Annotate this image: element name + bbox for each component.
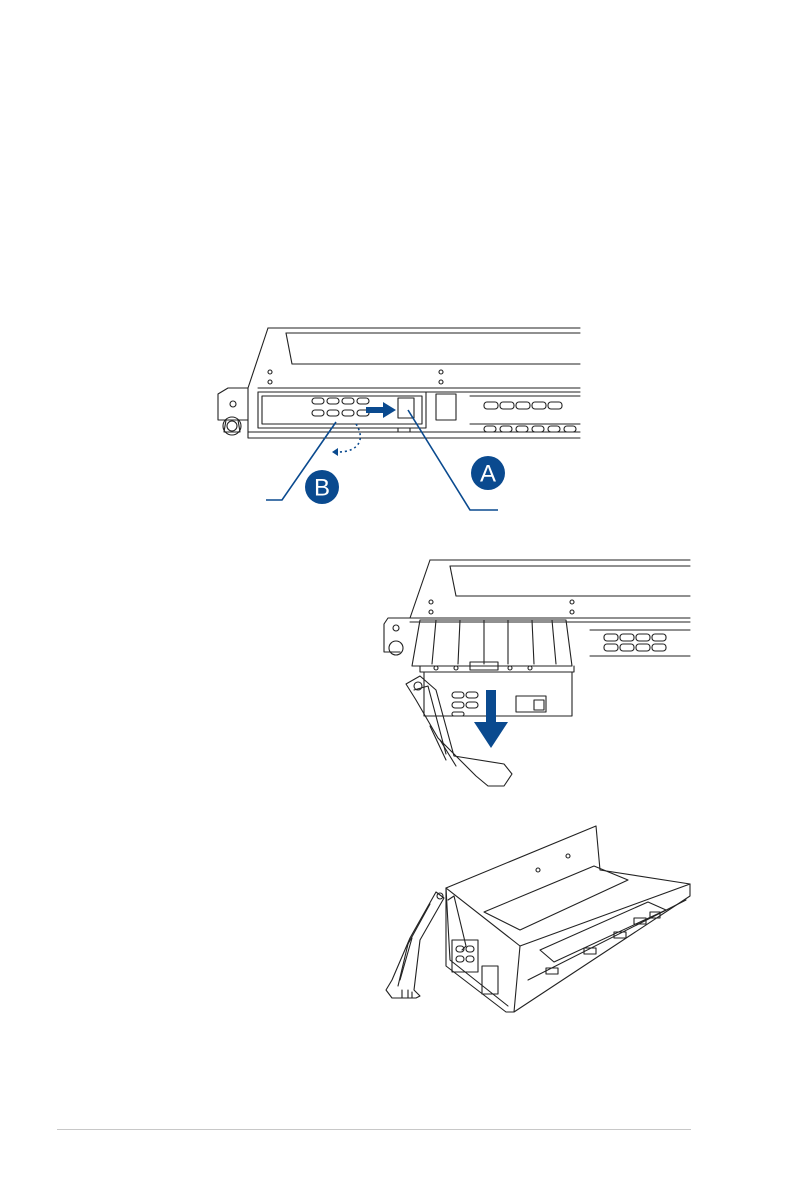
callout-b: B xyxy=(305,470,339,504)
pull-down-arrow-icon xyxy=(474,690,508,748)
callout-a: A xyxy=(471,456,505,490)
figure-3-removed-drive-tray xyxy=(386,826,690,1012)
push-latch-arrow-icon xyxy=(366,402,396,418)
footer-rule xyxy=(57,1129,691,1130)
callout-a-label: A xyxy=(480,461,496,488)
swing-lever-arrow-icon xyxy=(332,424,360,456)
callout-b-label: B xyxy=(314,475,330,502)
figure-2-pull-out-tray xyxy=(384,560,690,786)
